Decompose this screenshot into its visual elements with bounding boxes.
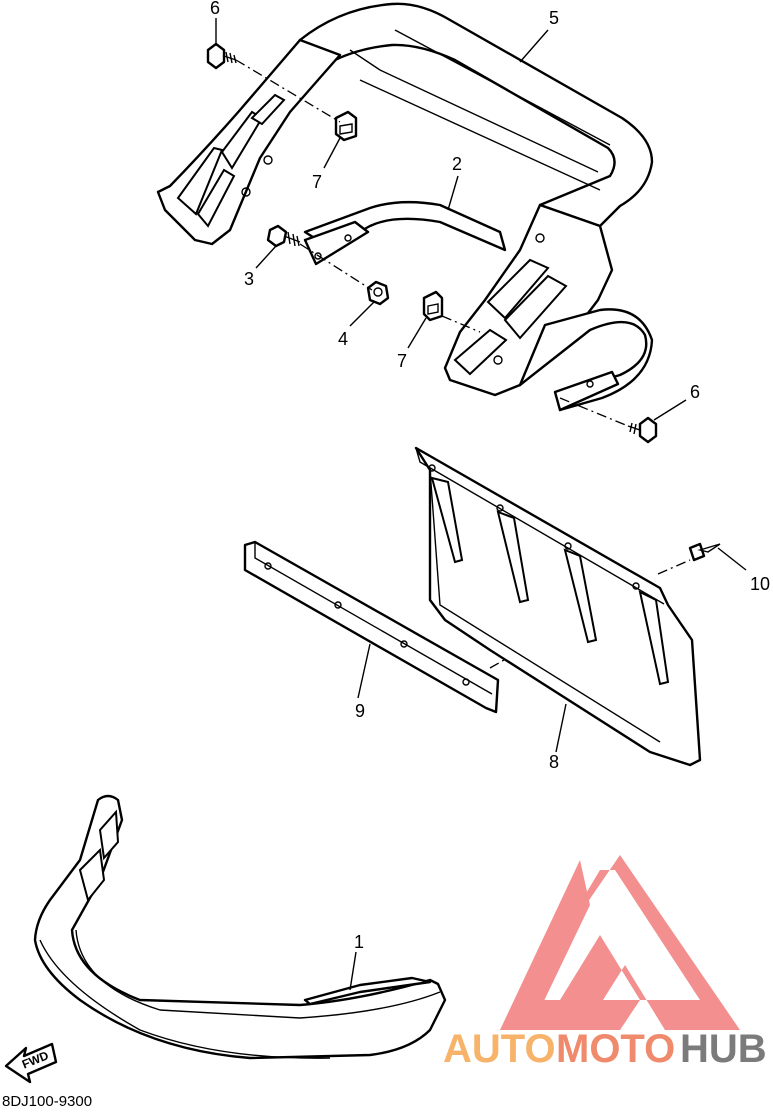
watermark-hub: HUB xyxy=(680,1027,767,1071)
part-9-retainer-plate xyxy=(243,540,500,714)
callout-2: 2 xyxy=(452,154,462,174)
callout-6-lower: 6 xyxy=(690,382,700,402)
watermark-auto: AUTO xyxy=(443,1027,556,1071)
callout-5: 5 xyxy=(549,8,559,28)
part-8-mud-flap xyxy=(414,446,702,767)
watermark-moto: MOTO xyxy=(556,1027,675,1071)
part-7-clip-lower xyxy=(422,290,444,322)
leader-lines xyxy=(215,18,747,991)
callout-4: 4 xyxy=(338,329,348,349)
diagram-code: 8DJ100-9300 xyxy=(2,1093,92,1110)
callout-3: 3 xyxy=(244,269,254,289)
callout-10: 10 xyxy=(750,574,770,594)
callout-6-upper: 6 xyxy=(210,0,220,18)
part-4-nut xyxy=(366,280,390,306)
part-6-bolt-upper xyxy=(206,42,237,70)
part-1-front-bumper xyxy=(33,794,447,1060)
part-3-bolt xyxy=(266,224,301,248)
part-2-inner-tube xyxy=(303,200,654,412)
callout-1: 1 xyxy=(354,932,364,952)
callouts: 6 5 2 7 3 4 7 6 10 9 8 1 xyxy=(210,0,770,952)
callout-7-upper: 7 xyxy=(312,172,322,192)
callout-7-lower: 7 xyxy=(397,351,407,371)
callout-9: 9 xyxy=(355,701,365,721)
watermark-text: AUTO MOTO HUB xyxy=(443,1027,767,1071)
part-6-bolt-lower xyxy=(627,416,658,444)
fwd-arrow: FWD xyxy=(4,1042,58,1084)
part-5-rear-bumper-frame xyxy=(156,2,654,397)
callout-8: 8 xyxy=(549,752,559,772)
part-10-rivet xyxy=(688,542,721,562)
watermark-logo xyxy=(500,855,740,1030)
part-7-clip-upper xyxy=(334,110,358,142)
